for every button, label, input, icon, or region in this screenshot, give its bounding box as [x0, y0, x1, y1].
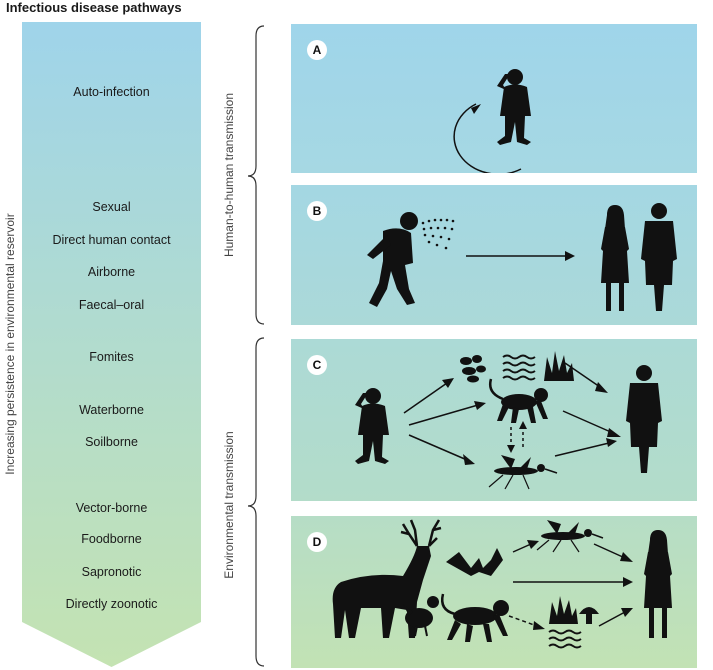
- pathway-fomites: Fomites: [89, 350, 134, 364]
- environmental-transmission-illustration: [355, 351, 662, 490]
- airborne-transmission-illustration: [367, 203, 677, 311]
- panel-c: C: [291, 339, 697, 501]
- woman-icon: [644, 530, 672, 638]
- zoonotic-transmission-illustration: [332, 519, 672, 649]
- pathway-vector-borne: Vector-borne: [75, 501, 148, 515]
- pathway-soilborne: Soilborne: [85, 435, 138, 449]
- mosquito-icon: [488, 455, 558, 490]
- man-icon: [641, 203, 677, 311]
- water-waves-icon: [548, 629, 582, 649]
- panel-b-badge: B: [307, 201, 327, 221]
- group-label-environmental: Environmental transmission: [222, 431, 236, 579]
- mosquito-icon: [536, 520, 604, 553]
- monkey-icon: [489, 378, 548, 423]
- figure-title: Infectious disease pathways: [6, 0, 182, 15]
- group-label-human-to-human: Human-to-human transmission: [222, 92, 236, 258]
- group-braces: [247, 25, 265, 667]
- panel-a-badge: A: [307, 40, 327, 60]
- pathway-direct-human-contact: Direct human contact: [52, 233, 171, 247]
- man-icon: [626, 365, 662, 473]
- persistence-axis-label: Increasing persistence in environmental …: [3, 213, 17, 475]
- monkey-icon: [441, 593, 509, 642]
- pathway-sapronotic: Sapronotic: [81, 565, 142, 579]
- water-waves-icon: [502, 354, 536, 381]
- transmission-arrows: [508, 543, 626, 627]
- pathway-airborne: Airborne: [87, 265, 136, 279]
- panel-b: B: [291, 185, 697, 325]
- pathway-waterborne: Waterborne: [79, 403, 144, 417]
- pathway-faecal-oral: Faecal–oral: [78, 298, 145, 312]
- food-items-icon: [460, 355, 486, 383]
- pathway-foodborne: Foodborne: [81, 532, 142, 546]
- chicken-icon: [403, 596, 439, 637]
- sneezing-person-icon: [367, 212, 418, 307]
- persistence-arrow: [22, 22, 201, 667]
- panel-d: D: [291, 516, 697, 668]
- pathway-directly-zoonotic: Directly zoonotic: [65, 597, 158, 611]
- cycle-arrowhead-icon: [471, 104, 481, 114]
- soil-grass-icon: [544, 351, 574, 381]
- bat-icon: [446, 548, 503, 576]
- mushroom-icon: [579, 607, 599, 624]
- droplet-spray-icon: [421, 218, 455, 250]
- person-touching-face-icon: [497, 69, 531, 145]
- deer-icon: [332, 519, 442, 638]
- transmission-arrow-icon: [565, 251, 575, 261]
- arrowheads: [527, 540, 633, 630]
- pathway-auto-infection: Auto-infection: [73, 85, 150, 99]
- transmission-arrows: [403, 362, 614, 461]
- auto-infection-illustration: [453, 69, 531, 173]
- person-touching-face-icon: [355, 388, 389, 464]
- pathway-sexual: Sexual: [92, 200, 131, 214]
- panel-a: A: [291, 24, 697, 173]
- panel-d-badge: D: [307, 532, 327, 552]
- woman-icon: [601, 205, 629, 311]
- panel-c-badge: C: [307, 355, 327, 375]
- arrowheads: [442, 378, 621, 465]
- soil-grass-icon: [549, 596, 578, 624]
